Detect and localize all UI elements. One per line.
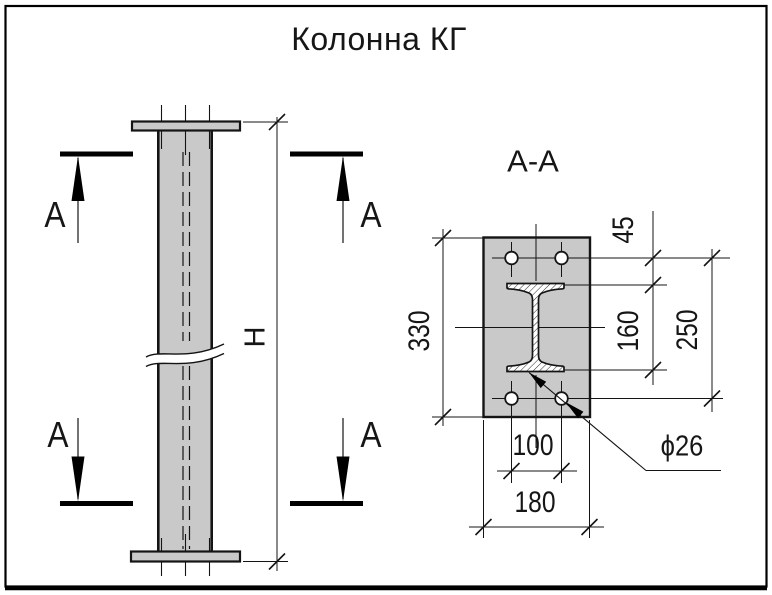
- dimension-250: [703, 249, 721, 412]
- dimension-H: [243, 113, 288, 571]
- section-mark-bottom-left: А: [47, 414, 69, 455]
- top-flange-plate: [130, 120, 242, 132]
- dimension-label-180: 180: [514, 486, 556, 519]
- dimension-label-H: Н: [239, 326, 272, 348]
- sheet-border: [4, 4, 768, 591]
- hole-diameter-leader: [528, 372, 721, 472]
- section-mark-top-left: А: [44, 194, 66, 235]
- drawing-title: Колонна КГ: [291, 21, 467, 57]
- section-arrow-bottom-left: [71, 418, 85, 502]
- section-arrow-bottom-right: [336, 418, 350, 502]
- section-mark-bottom-right: А: [360, 414, 382, 455]
- dimension-label-hole-diameter: ϕ26: [660, 430, 704, 463]
- section-cut-marks: [60, 151, 363, 506]
- dimension-45-160: [644, 211, 662, 385]
- elevation-view: [60, 105, 363, 576]
- dimension-330: [432, 229, 486, 426]
- dimension-label-100: 100: [512, 429, 554, 462]
- dimension-label-160: 160: [612, 310, 645, 352]
- bolt-hole: [504, 391, 519, 406]
- section-title: А-А: [507, 143, 559, 179]
- section-arrow-top-left: [71, 156, 85, 243]
- dimension-180: [469, 420, 604, 538]
- section-arrow-top-right: [336, 156, 350, 243]
- dimension-label-330: 330: [403, 310, 436, 352]
- bolt-hole: [504, 250, 519, 266]
- bottom-flange-plate: [129, 550, 242, 563]
- i-beam-section: [506, 282, 565, 373]
- section-mark-top-right: А: [360, 194, 382, 235]
- break-line: [145, 343, 225, 368]
- section-view: [432, 211, 730, 538]
- dimension-label-250: 250: [671, 309, 704, 351]
- bolt-hole: [554, 250, 569, 266]
- column-shaft: [157, 130, 213, 552]
- dimension-100: [497, 462, 577, 480]
- hidden-web-lines: [182, 152, 191, 549]
- dimension-label-45: 45: [607, 216, 640, 244]
